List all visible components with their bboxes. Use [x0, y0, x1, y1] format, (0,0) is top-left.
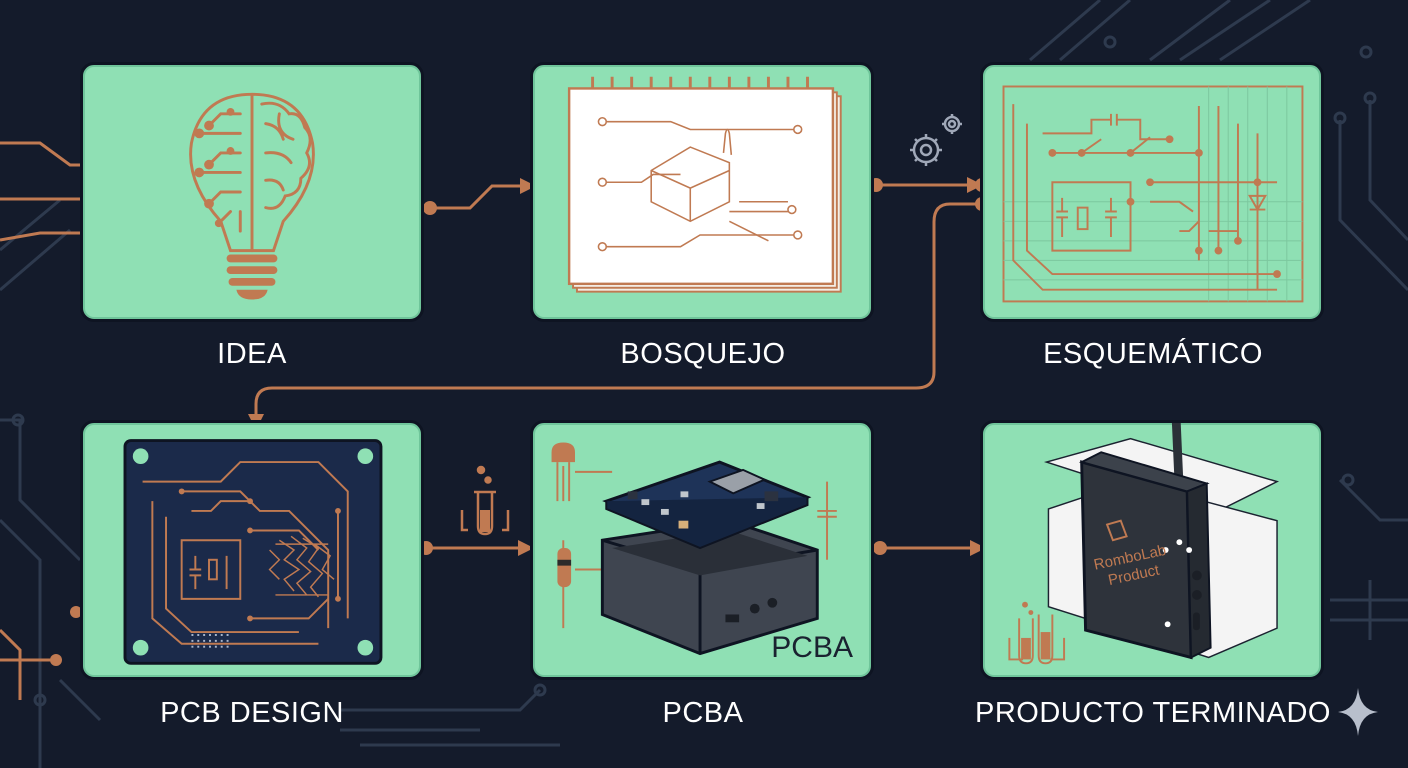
step-card-producto-terminado: RomboLab Product — [980, 420, 1324, 680]
step-card-bosquejo — [530, 62, 874, 322]
sparkle-icon — [1338, 688, 1378, 736]
brain-lightbulb-icon — [189, 92, 315, 300]
pcb-layout-icon — [123, 439, 383, 665]
gear-icon — [910, 114, 962, 166]
step-card-pcb-design — [80, 420, 424, 680]
finished-device-icon — [1008, 423, 1280, 665]
sketch-notebook-icon — [567, 76, 842, 293]
pcba-enclosure-text: PCBA — [771, 631, 853, 664]
step-label-esquematico: ESQUEMÁTICO — [1043, 338, 1263, 370]
step-card-pcba: PCBA — [530, 420, 874, 680]
step-label-pcba: PCBA — [662, 697, 744, 729]
test-tube-icon — [460, 465, 510, 536]
pcb-assembly-icon — [551, 442, 837, 656]
step-label-idea: IDEA — [217, 338, 287, 370]
schematic-icon — [1002, 85, 1304, 303]
step-card-esquematico — [980, 62, 1324, 322]
step-label-bosquejo: BOSQUEJO — [620, 338, 786, 370]
step-label-producto-terminado: PRODUCTO TERMINADO — [975, 697, 1331, 729]
step-label-pcb-design: PCB DESIGN — [160, 697, 344, 729]
step-card-idea — [80, 62, 424, 322]
